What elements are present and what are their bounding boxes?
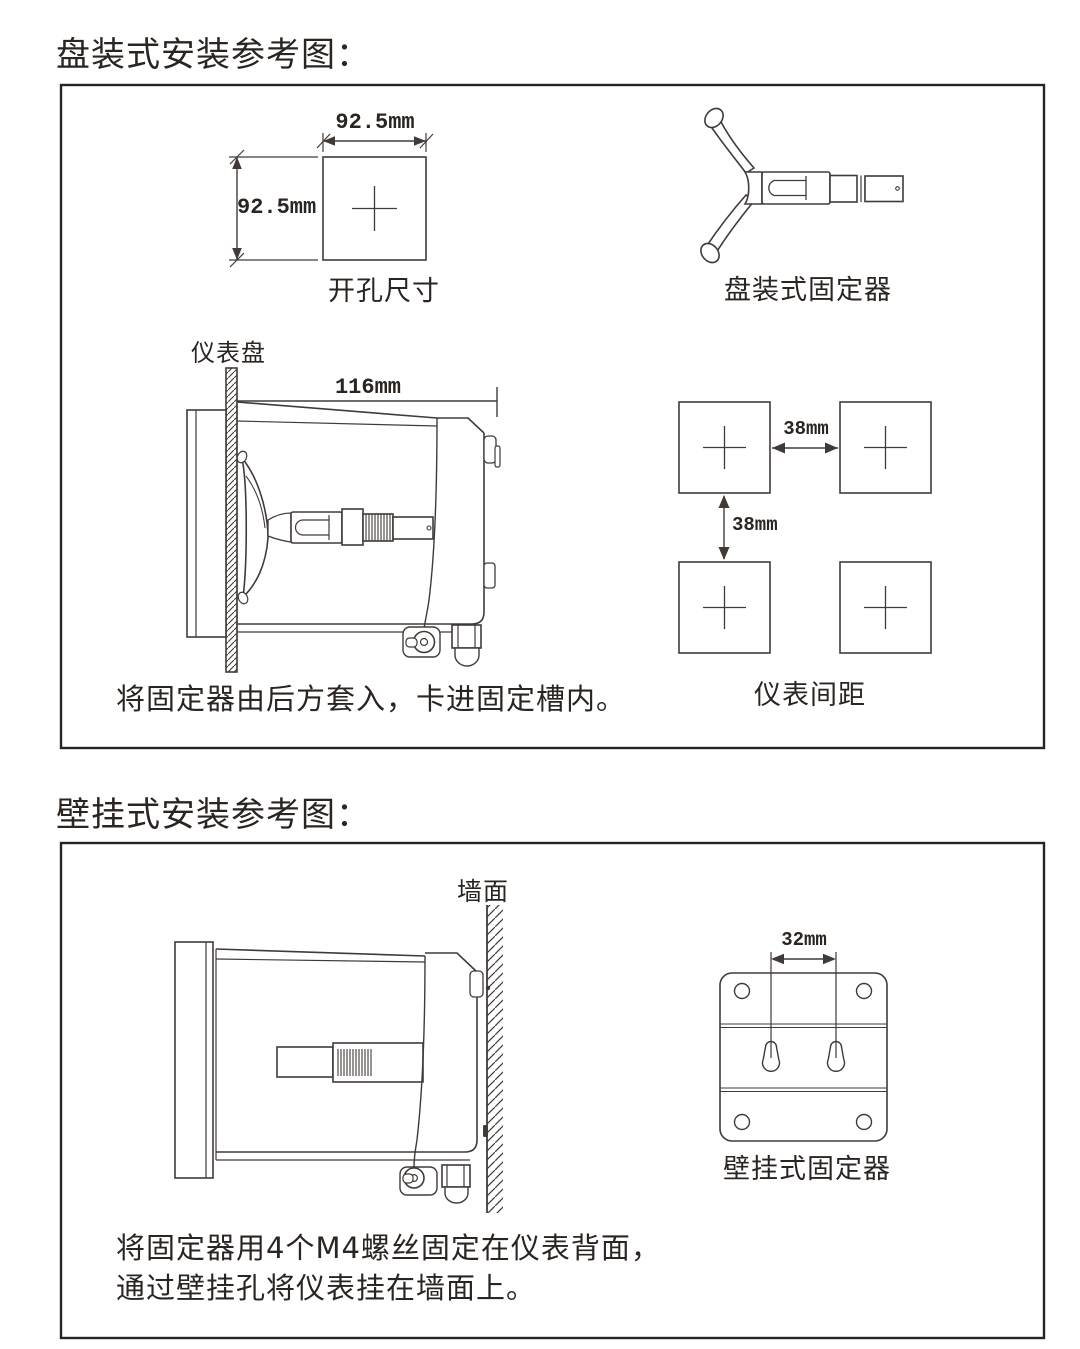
section-title-panel-mount: 盘装式安装参考图： [56,35,371,75]
panel-mount-instruction: 将固定器由后方套入，卡进固定槽内。 [116,682,627,716]
section-title-wall-mount: 壁挂式安装参考图： [56,795,371,835]
wall-mount-instruction-line1: 将固定器用4个M4螺丝固定在仪表背面， [116,1231,661,1265]
wall-side-view-figure [174,905,503,1213]
spacing-vertical-dimension-label: 38mm [732,514,778,536]
instrument-panel-label: 仪表盘 [191,339,266,367]
wall-mount-frame [59,841,1046,1340]
wall-mount-instruction-line2: 通过壁挂孔将仪表挂在墙面上。 [116,1271,537,1305]
panel-mount-frame [59,83,1046,750]
wall-fixture-caption: 壁挂式固定器 [723,1154,891,1185]
cutout-width-dimension-label: 92.5mm [335,110,415,135]
wall-fixture-figure [719,952,888,1142]
cutout-caption: 开孔尺寸 [328,276,440,307]
depth-dimension-label: 116mm [334,375,401,400]
wall-surface-label: 墙面 [457,877,510,906]
spacing-horizontal-dimension-label: 38mm [783,418,829,440]
panel-fixture-caption: 盘装式固定器 [724,275,892,306]
spacing-caption: 仪表间距 [754,680,866,711]
wall-fixture-width-dimension-label: 32mm [781,929,827,951]
panel-fixture-figure [700,107,904,264]
cutout-figure [229,133,434,268]
spacing-figure [678,401,932,654]
panel-side-view-figure [186,367,501,673]
cutout-height-dimension-label: 92.5mm [237,195,317,220]
